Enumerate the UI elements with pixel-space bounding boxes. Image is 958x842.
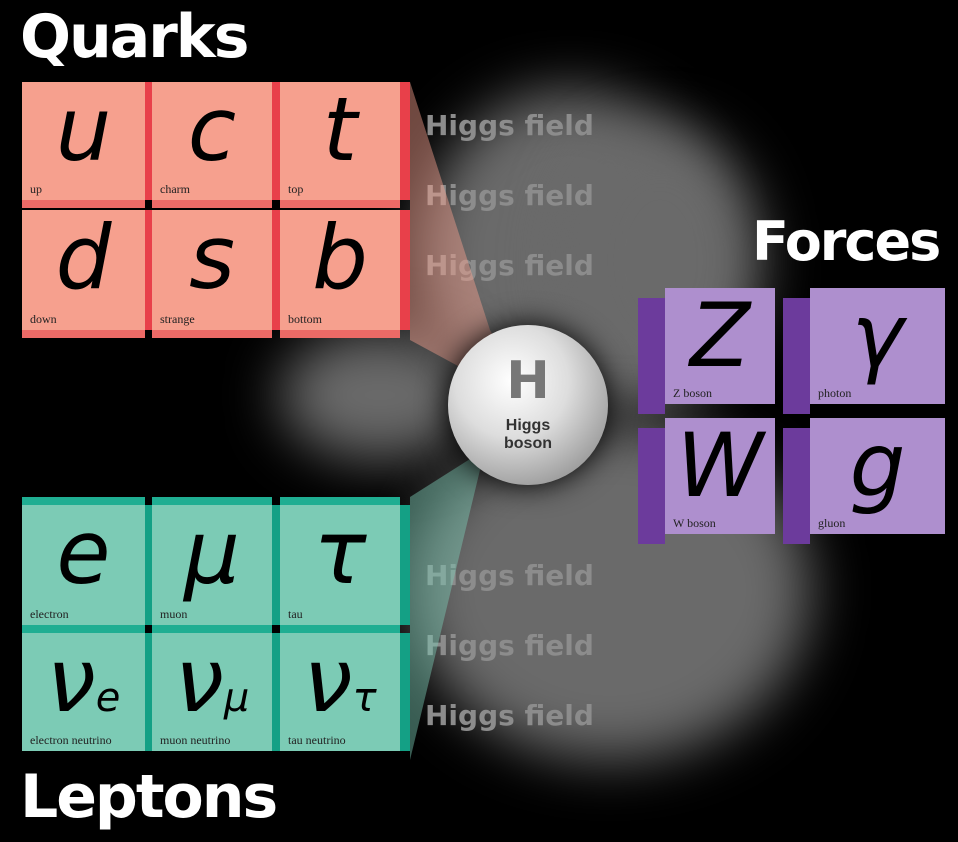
higgs-symbol: H bbox=[506, 351, 550, 411]
leptons-title: Leptons bbox=[20, 762, 278, 832]
forces-title: Forces bbox=[752, 210, 941, 273]
field-text: Higgs field bbox=[425, 629, 594, 662]
field-text: Higgs field bbox=[425, 109, 594, 142]
quarks-title: Quarks bbox=[20, 2, 249, 72]
field-text: Higgs field bbox=[425, 699, 594, 732]
field-text: Higgs field bbox=[425, 559, 594, 592]
field-text: Higgs field bbox=[425, 179, 594, 212]
field-text: Higgs field bbox=[425, 249, 594, 282]
